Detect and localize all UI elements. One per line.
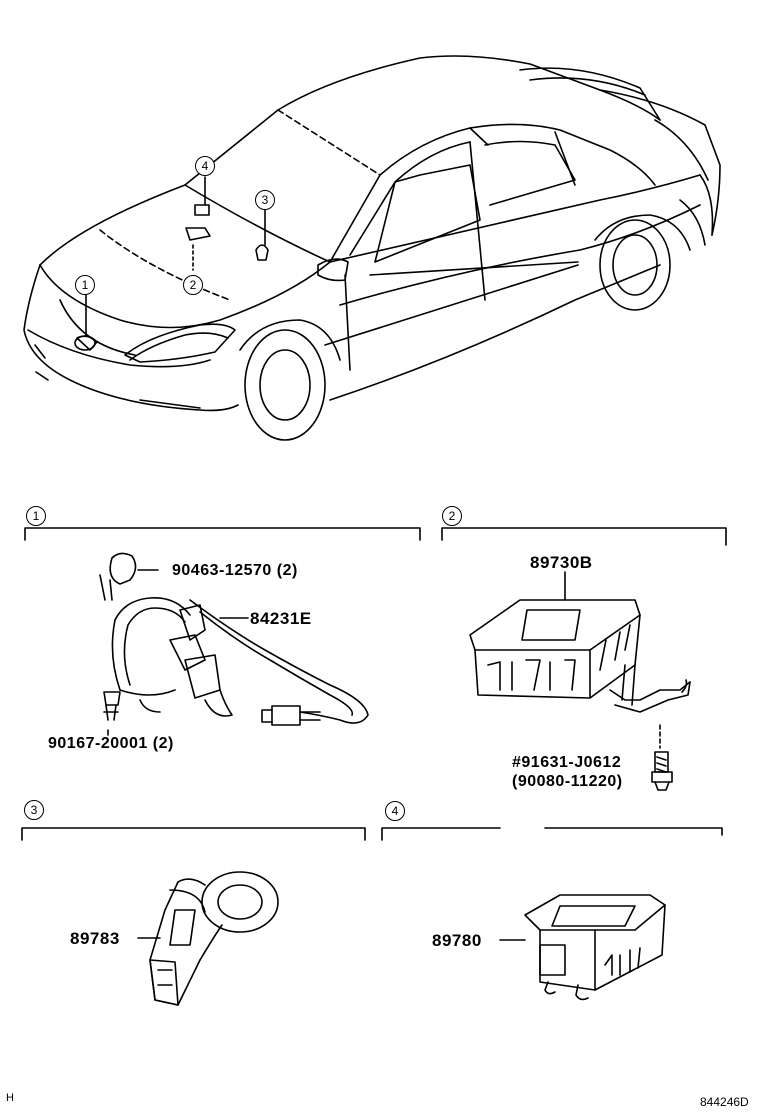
section4-drawing (499, 894, 666, 1001)
section3-drawing (137, 871, 279, 1006)
callout-1-car: 1 (75, 275, 95, 295)
part-number-bolt-s2-a: #91631-J0612 (512, 754, 622, 771)
part-number-computer: 89730B (530, 553, 593, 572)
section1-drawing (99, 552, 369, 736)
callout-3-car: 3 (255, 190, 275, 210)
part-number-unit: 89780 (432, 931, 482, 950)
callout-2-car: 2 (183, 275, 203, 295)
section2-drawing (469, 571, 691, 791)
section-4-callout: 4 (385, 801, 405, 821)
section-3-callout: 3 (24, 800, 44, 820)
section-2-callout: 2 (442, 506, 462, 526)
section-1-callout: 1 (26, 506, 46, 526)
car-illustration (23, 55, 721, 441)
diagram-id: 844246D (700, 1095, 749, 1109)
part-number-harness: 84231E (250, 609, 312, 628)
corner-mark: H (6, 1092, 14, 1104)
callout-4-car: 4 (195, 156, 215, 176)
part-number-clip: 90463-12570 (2) (172, 562, 298, 579)
part-number-bolt-s2-b: (90080-11220) (512, 773, 623, 790)
part-number-amplifier: 89783 (70, 929, 120, 948)
part-number-bolt-s1: 90167-20001 (2) (48, 735, 174, 752)
